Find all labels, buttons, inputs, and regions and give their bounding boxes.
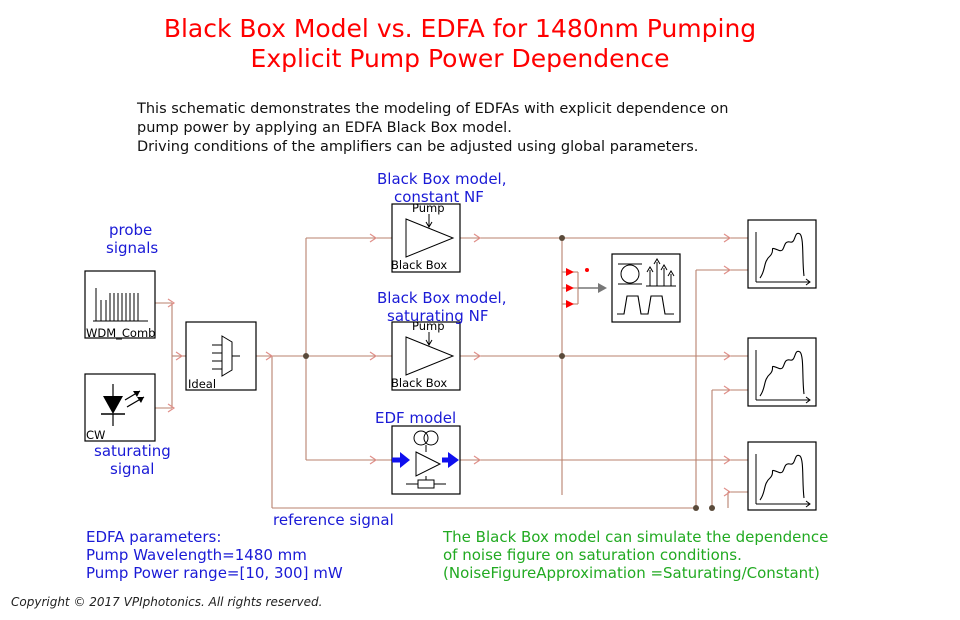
pump-power-param: Pump Power range=[10, 300] mW: [86, 564, 343, 582]
signal-analyzer-block[interactable]: [611, 253, 681, 323]
pump-wavelength-param: Pump Wavelength=1480 mm: [86, 546, 307, 564]
blackbox-label-2: Black Box: [391, 376, 447, 390]
bb-constant-label-line-1: Black Box model,: [377, 170, 507, 188]
description-line-2: pump power by applying an EDFA Black Box…: [137, 120, 512, 136]
probe-label-line-1: probe: [109, 221, 153, 239]
description-line-1: This schematic demonstrates the modeling…: [137, 101, 729, 117]
bb-saturating-label-line-1: Black Box model,: [377, 289, 507, 307]
reference-signal-label: reference signal: [273, 511, 394, 529]
edf-model-label: EDF model: [375, 409, 457, 427]
signal-arrows: [167, 233, 732, 497]
bb-saturating-label-line-2: saturating NF: [387, 307, 489, 325]
wdm-comb-label: WDM_Comb: [86, 326, 155, 340]
bb-constant-label-line-2: constant NF: [394, 188, 484, 206]
spectrum-display-2[interactable]: [747, 337, 817, 407]
note-line-1: The Black Box model can simulate the dep…: [443, 528, 829, 546]
parameters-heading: EDFA parameters:: [86, 528, 222, 546]
saturating-label-line-1: saturating: [94, 442, 171, 460]
ideal-label: Ideal: [188, 377, 216, 391]
title-line-1: Black Box Model vs. EDFA for 1480nm Pump…: [163, 14, 757, 43]
cw-laser-block[interactable]: [84, 373, 156, 442]
wdm-comb-block[interactable]: [84, 270, 156, 339]
copyright-notice: Copyright © 2017 VPIphotonics. All right…: [11, 595, 323, 609]
analyzer-red-inputs: [566, 268, 607, 308]
junction-dots: [303, 235, 715, 511]
pump-label-1: Pump: [412, 201, 445, 215]
note-line-3: (NoiseFigureApproximation =Saturating/Co…: [443, 564, 820, 582]
blackbox-label-1: Black Box: [391, 258, 447, 272]
blackbox-amp-saturating-nf[interactable]: [391, 321, 461, 391]
edf-model-block[interactable]: [391, 425, 461, 495]
probe-label-line-2: signals: [106, 239, 159, 257]
note-line-2: of noise figure on saturation conditions…: [443, 546, 742, 564]
saturating-label-line-2: signal: [110, 460, 155, 478]
pump-label-2: Pump: [412, 319, 445, 333]
spectrum-display-3[interactable]: [747, 441, 817, 511]
cw-label: CW: [86, 428, 105, 442]
title-line-2: Explicit Pump Power Dependence: [250, 44, 670, 73]
blackbox-amp-constant-nf[interactable]: [391, 203, 461, 273]
ideal-mux-block[interactable]: [185, 321, 257, 391]
spectrum-display-1[interactable]: [747, 219, 817, 289]
description-line-3: Driving conditions of the amplifiers can…: [137, 139, 699, 155]
wires: [155, 237, 748, 509]
